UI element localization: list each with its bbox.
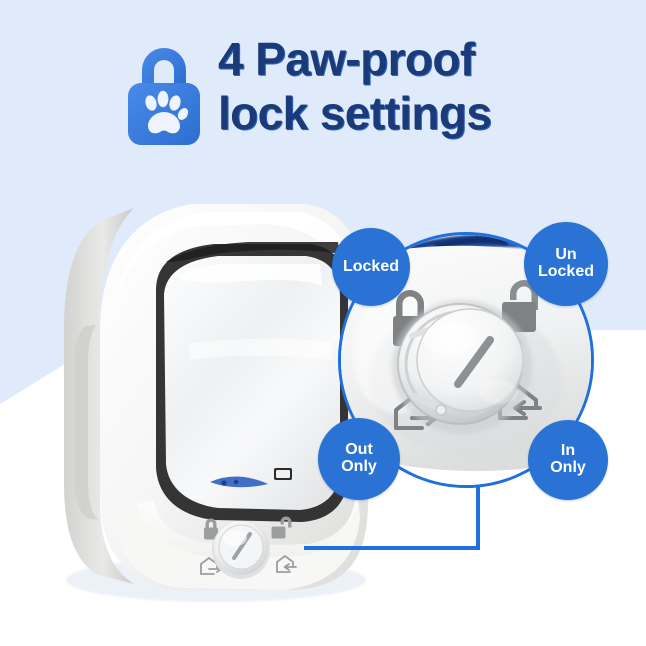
callout-unlocked-label-1: Un xyxy=(555,246,577,264)
callout-out-only[interactable]: Out Only xyxy=(318,418,400,500)
callout-out-only-label-1: Out xyxy=(345,441,373,459)
callout-locked-label: Locked xyxy=(342,257,399,275)
callout-unlocked-label-2: Locked xyxy=(537,263,594,280)
callout-locked[interactable]: Locked xyxy=(332,228,410,306)
page-title: 4 Paw-proof lock settings xyxy=(218,32,638,140)
callout-unlocked[interactable]: Un Locked xyxy=(524,222,608,306)
headline-line-1: 4 Paw-proof xyxy=(218,33,475,85)
callout-in-only-label-2: Only xyxy=(550,459,586,476)
callout-in-only-label-1: In xyxy=(560,442,576,460)
headline-line-2: lock settings xyxy=(218,87,492,139)
callout-in-only[interactable]: In Only xyxy=(528,420,608,500)
padlock-paw-icon xyxy=(128,48,200,145)
callout-out-only-label-2: Only xyxy=(341,458,377,475)
lock-mode-dial xyxy=(212,521,270,579)
headline-block: 4 Paw-proof lock settings xyxy=(0,32,646,162)
lock-mode-dial-zoomed xyxy=(392,300,532,434)
